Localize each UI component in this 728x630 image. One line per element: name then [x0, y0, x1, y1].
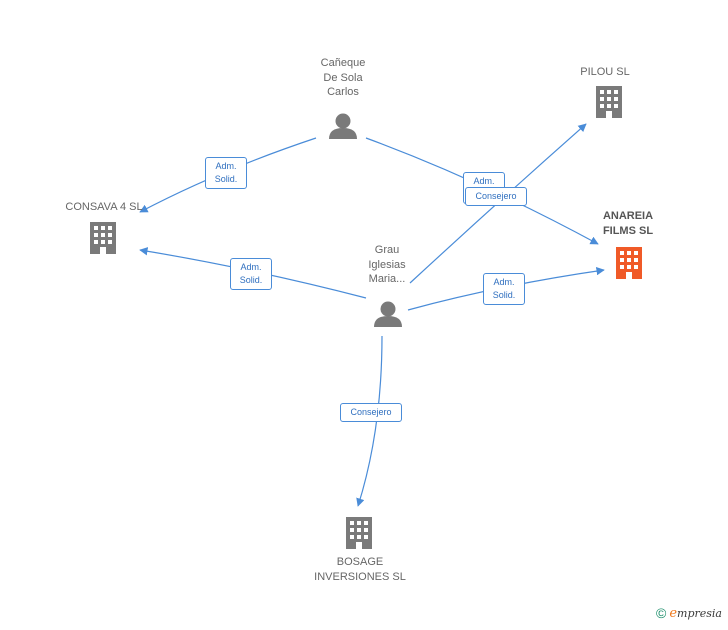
person-icon-grau[interactable] — [374, 301, 402, 328]
person-icon-caneque[interactable] — [329, 113, 357, 140]
node-label-bosage[interactable]: BOSAGE INVERSIONES SL — [314, 556, 406, 583]
edge-grau-bosage — [356, 335, 383, 507]
empresia-logo[interactable]: empresia — [669, 605, 722, 621]
edge-label-adm-solid: Adm. Solid. — [483, 273, 525, 305]
edge-label-adm-solid: Adm. Solid. — [205, 157, 247, 189]
edge-label-consejero: Consejero — [340, 403, 402, 422]
building-icon-pilou[interactable] — [596, 86, 622, 118]
node-label-anareia[interactable]: ANAREIA FILMS SL — [602, 210, 654, 237]
node-label-consava[interactable]: CONSAVA 4 SL — [65, 201, 143, 213]
building-icon-bosage[interactable] — [346, 517, 372, 549]
node-label-caneque[interactable]: Cañeque De Sola Carlos — [320, 57, 366, 98]
copyright-notice: © empresia — [656, 605, 722, 621]
node-label-pilou[interactable]: PILOU SL — [580, 66, 630, 78]
node-label-grau[interactable]: Grau Iglesias Maria... — [368, 244, 406, 285]
building-icon-consava[interactable] — [90, 222, 116, 254]
edge-label-adm-solid: Adm. Solid. — [230, 258, 272, 290]
building-icon-anareia[interactable] — [616, 247, 642, 279]
edge-label-consejero: Consejero — [465, 187, 527, 206]
copyright-icon: © — [656, 605, 667, 621]
